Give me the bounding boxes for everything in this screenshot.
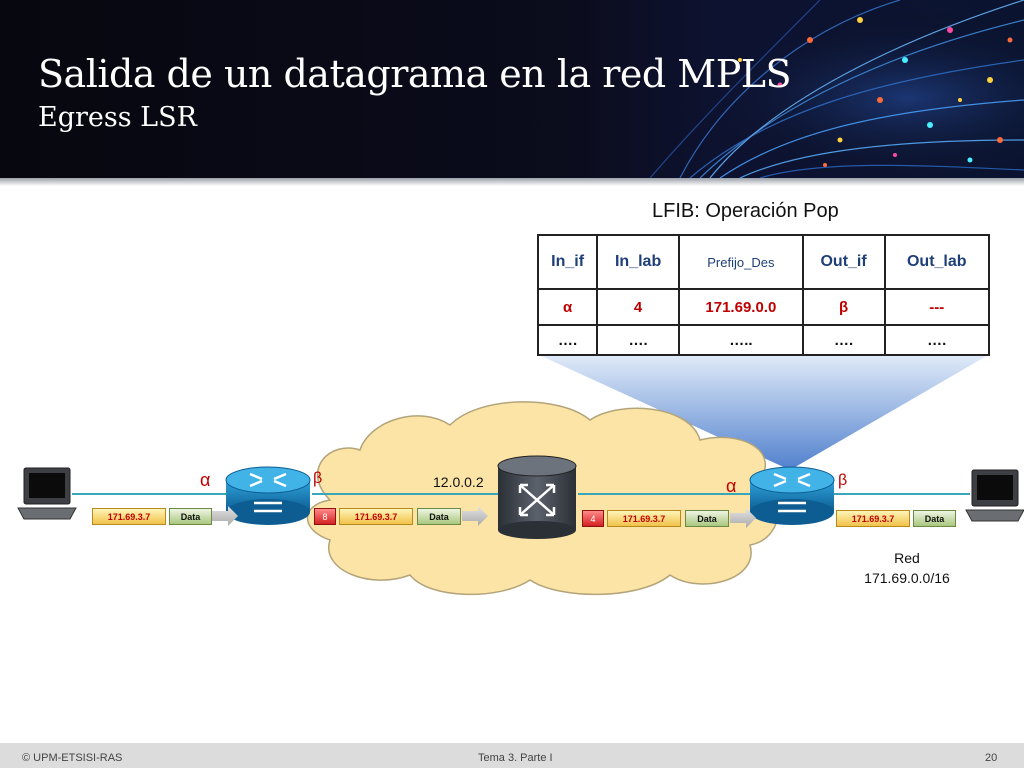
lfib-projection [537, 354, 990, 470]
cell: …. [536, 324, 599, 356]
core-switch-ip: 12.0.0.2 [433, 474, 484, 490]
footer-topic: Tema 3. Parte I [478, 752, 553, 764]
slide-subtitle: Egress LSR [38, 102, 197, 133]
mpls-network-diagram [17, 354, 1024, 596]
cell: …. [596, 324, 681, 356]
network-label-line1: Red [894, 550, 920, 566]
core-switch-icon [497, 455, 577, 539]
footer-copyright: © UPM-ETSISI-RAS [22, 752, 123, 764]
packet-3-ip: 171.69.3.7 [607, 510, 681, 527]
router-left-icon [225, 466, 311, 525]
packet-2-ip: 171.69.3.7 [339, 508, 413, 525]
slide-footer: © UPM-ETSISI-RAS Tema 3. Parte I 20 [0, 743, 1024, 768]
cell: ….. [678, 324, 804, 356]
cell: 4 [596, 288, 681, 326]
lfib-table: In_if In_lab Prefijo_Des Out_if Out_lab … [536, 234, 990, 356]
destination-network-label: Red 171.69.0.0/16 [852, 548, 962, 588]
packet-arrow-3 [730, 508, 756, 528]
right-computer-icon [965, 469, 1024, 522]
packet-1-data: Data [169, 508, 212, 525]
cell: …. [883, 324, 990, 356]
cell: --- [883, 288, 990, 326]
cell: 171.69.0.0 [678, 288, 804, 326]
router-egress-in-if: α [726, 476, 737, 496]
col-out-if: Out_if [801, 234, 886, 290]
router-left-in-if: α [200, 470, 211, 490]
packet-arrow-1 [212, 506, 238, 526]
packet-2-label: 8 [314, 508, 336, 525]
lfib-header-row: In_if In_lab Prefijo_Des Out_if Out_lab [536, 234, 990, 290]
cell: β [801, 288, 886, 326]
left-computer-icon [17, 467, 77, 520]
lfib-caption: LFIB: Operación Pop [652, 200, 839, 222]
banner-shadow [0, 178, 1024, 186]
title-banner: Salida de un datagrama en la red MPLS Eg… [0, 0, 1024, 178]
cell: …. [801, 324, 886, 356]
col-out-lab: Out_lab [883, 234, 990, 290]
packet-3-data: Data [685, 510, 729, 527]
table-row: α 4 171.69.0.0 β --- [536, 288, 990, 326]
packet-4-data: Data [913, 510, 956, 527]
network-label-line2: 171.69.0.0/16 [864, 570, 950, 586]
col-in-lab: In_lab [596, 234, 681, 290]
packet-2-data: Data [417, 508, 461, 525]
packet-3-label: 4 [582, 510, 604, 527]
page-number: 20 [985, 752, 998, 764]
slide-title: Salida de un datagrama en la red MPLS [38, 52, 792, 96]
col-prefijo-des: Prefijo_Des [678, 234, 804, 290]
cell: α [536, 288, 599, 326]
packet-arrow-2 [462, 506, 488, 526]
fiber-optic-image [560, 0, 1024, 178]
router-left-out-if: β [313, 470, 323, 487]
router-egress-icon [749, 466, 835, 525]
router-egress-out-if: β [838, 472, 848, 489]
table-row: …. …. ….. …. …. [536, 324, 990, 356]
col-in-if: In_if [536, 234, 599, 290]
packet-4-ip: 171.69.3.7 [836, 510, 910, 527]
packet-1-ip: 171.69.3.7 [92, 508, 166, 525]
